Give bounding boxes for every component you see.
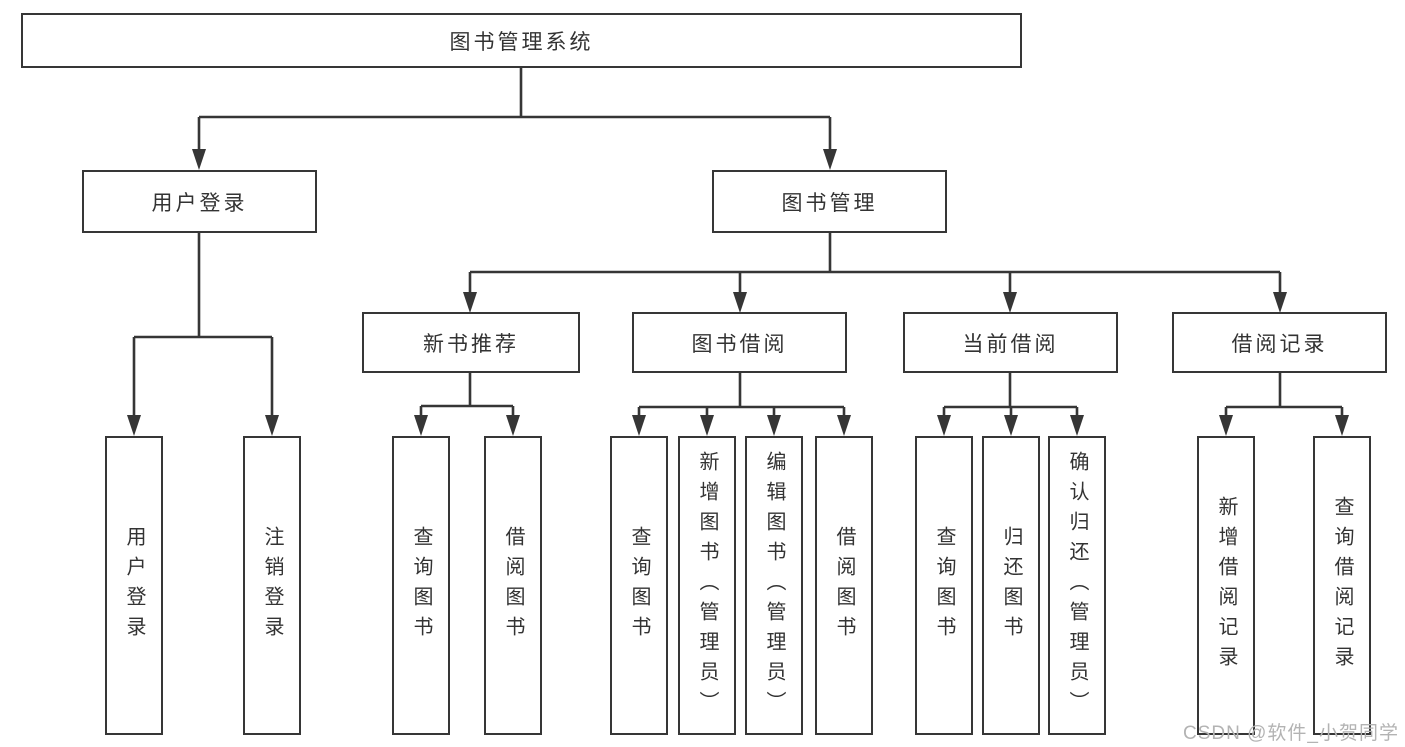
node-label: 确认归还（管理员） [1066,450,1088,721]
node-user-login: 用户登录 [82,170,317,233]
leaf-confirm-return-admin: 确认归还（管理员） [1048,436,1106,735]
arrowhead [463,292,477,313]
node-label: 归还图书 [1000,525,1022,646]
node-label: 查询图书 [410,525,432,646]
leaf-user-login: 用户登录 [105,436,163,735]
arrowhead [265,415,279,436]
leaf-query-books-recommend: 查询图书 [392,436,450,735]
node-label: 借阅图书 [502,525,524,646]
connector-user-login-branch [132,233,274,415]
arrowhead [767,415,781,436]
connector-current-borrow-branch [942,373,1079,415]
node-new-book-recommend: 新书推荐 [362,312,580,373]
arrowheads [127,149,1349,436]
node-label: 新增图书（管理员） [696,450,718,721]
arrowhead [1335,415,1349,436]
node-label: 新书推荐 [423,332,519,356]
connector-root-branch [197,68,832,149]
node-label: 用户登录 [151,191,248,215]
connector-new-book-branch [419,373,515,415]
arrowhead [127,415,141,436]
node-label: 新增借阅记录 [1215,495,1237,676]
arrowhead [937,415,951,436]
arrowhead [1004,415,1018,436]
node-label: 图书借阅 [691,332,788,356]
node-borrow-records: 借阅记录 [1172,312,1387,373]
node-label: 查询图书 [628,525,650,646]
leaf-query-borrow-record: 查询借阅记录 [1313,436,1371,735]
leaf-return-books: 归还图书 [982,436,1040,735]
arrowhead [192,149,206,170]
arrowhead [823,149,837,170]
node-label: 图书管理系统 [449,30,594,54]
node-book-borrow: 图书借阅 [632,312,847,373]
leaf-edit-books-admin: 编辑图书（管理员） [745,436,803,735]
leaf-logout: 注销登录 [243,436,301,735]
node-label: 用户登录 [123,525,145,646]
arrowhead [1003,292,1017,313]
leaf-query-books-borrow: 查询图书 [610,436,668,735]
connector-book-borrow-branch [637,373,846,415]
watermark: CSDN @软件_小贺同学 [1183,723,1399,744]
arrowhead [1273,292,1287,313]
connector-book-mgmt-branch [468,233,1282,292]
arrowhead [837,415,851,436]
node-current-borrow: 当前借阅 [903,312,1118,373]
connector-borrow-records-branch [1224,373,1344,415]
node-label: 查询图书 [933,525,955,646]
arrowhead [1070,415,1084,436]
arrowhead [700,415,714,436]
node-label: 注销登录 [261,525,283,646]
arrowhead [632,415,646,436]
node-label: 借阅记录 [1231,332,1328,356]
node-label: 编辑图书（管理员） [763,450,785,721]
arrowhead [506,415,520,436]
node-label: 图书管理 [781,191,878,215]
leaf-query-books-current: 查询图书 [915,436,973,735]
arrowhead [1219,415,1233,436]
node-label: 借阅图书 [833,525,855,646]
leaf-borrow-books-borrow: 借阅图书 [815,436,873,735]
arrowhead [414,415,428,436]
node-root: 图书管理系统 [21,13,1022,68]
leaf-add-borrow-record: 新增借阅记录 [1197,436,1255,735]
leaf-add-books-admin: 新增图书（管理员） [678,436,736,735]
arrowhead [733,292,747,313]
leaf-borrow-books-recommend: 借阅图书 [484,436,542,735]
node-label: 查询借阅记录 [1331,495,1353,676]
node-label: 当前借阅 [962,332,1059,356]
node-book-management: 图书管理 [712,170,947,233]
